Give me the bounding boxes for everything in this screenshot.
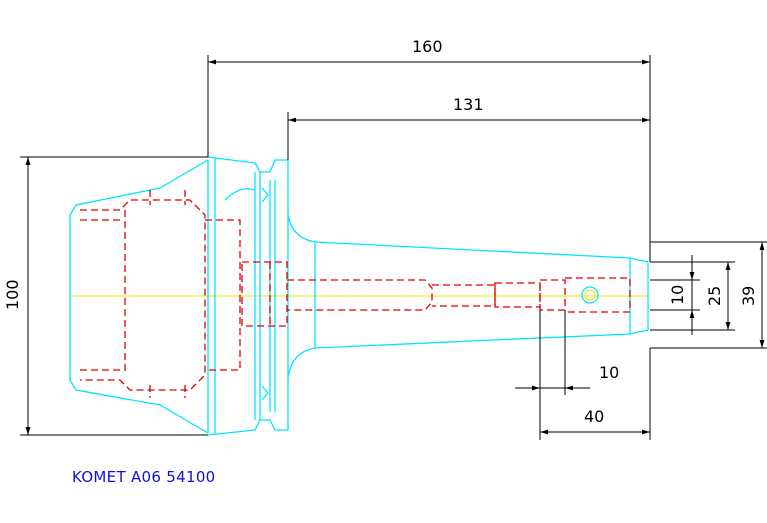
hidden-lines xyxy=(80,190,631,398)
dim-gauge-length: 131 xyxy=(453,95,484,114)
dimension-lines xyxy=(20,55,767,440)
dim-flange-diameter: 100 xyxy=(3,279,22,310)
dim-inner-diameter: 25 xyxy=(705,286,724,306)
part-outline xyxy=(69,156,649,436)
dim-nose-diameter: 39 xyxy=(739,286,758,306)
part-number-caption: KOMET A06 54100 xyxy=(72,468,216,486)
dim-bore-diameter: 10 xyxy=(668,285,687,305)
dim-small-step: 10 xyxy=(599,363,619,382)
dim-nose-length: 40 xyxy=(584,407,604,426)
dim-overall-length: 160 xyxy=(412,37,443,56)
cross-hole xyxy=(584,289,596,301)
